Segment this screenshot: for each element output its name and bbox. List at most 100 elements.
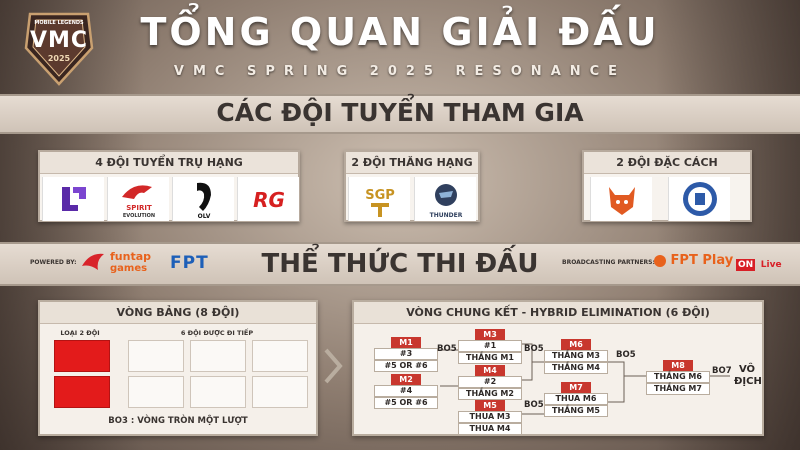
advance-slot-2	[190, 340, 246, 372]
team-logo-mascot	[590, 177, 652, 221]
match-team-b: THẮNG M1	[458, 352, 522, 364]
spirit-text: SPIRIT	[126, 204, 152, 212]
academy-crest-icon	[683, 182, 717, 216]
match-m7: M7 THUA M6 THẮNG M5	[544, 382, 608, 417]
card-title: 4 ĐỘI TUYỂN TRỤ HẠNG	[40, 152, 298, 174]
sponsor-fpt: FPT	[170, 253, 209, 273]
spirit-evolution-icon: SPIRIT EVOLUTION	[122, 185, 155, 219]
eliminated-label: LOẠI 2 ĐỘI	[60, 329, 100, 337]
match-team-b: #5 OR #6	[374, 360, 438, 372]
match-m4: M4 #2 THẮNG M2	[458, 365, 522, 400]
bo5-label: BO5	[616, 350, 636, 360]
powered-by-label: POWERED BY:	[30, 259, 77, 266]
olv-text: OLV	[198, 213, 211, 220]
funtap-games-text: games	[110, 263, 148, 274]
format-banner	[0, 242, 800, 286]
bracket-lines	[440, 343, 730, 415]
match-m5: M5 THUA M3 THUA M4	[458, 400, 522, 435]
match-team-b: THẮNG M2	[458, 388, 522, 400]
team-logo-3: OLV	[172, 177, 234, 221]
card-defending-teams: 4 ĐỘI TUYỂN TRỤ HẠNG SPIRIT EVOLUTION OL…	[38, 150, 300, 222]
group-stage-note: BO3 : VÒNG TRÒN MỘT LƯỢT	[108, 416, 248, 426]
fox-mascot-icon	[609, 187, 635, 215]
card-title: 2 ĐỘI ĐẶC CÁCH	[584, 152, 750, 174]
match-team-a: THẮNG M6	[646, 371, 710, 383]
match-code: M8	[663, 360, 693, 371]
liquid-logo-icon	[62, 187, 86, 211]
sponsor-fpt-play: FPT Play	[654, 253, 733, 268]
teams-section-title: CÁC ĐỘI TUYỂN THAM GIA	[216, 98, 584, 127]
advance-slot-5	[190, 376, 246, 408]
bo7-label: BO7	[712, 366, 732, 376]
match-code: M1	[391, 337, 421, 348]
match-m8: M8 THẮNG M6 THẮNG M7	[646, 360, 710, 395]
thunder-logo-icon: THUNDER	[430, 184, 463, 219]
match-team-b: THUA M4	[458, 423, 522, 435]
match-m6: M6 THẮNG M3 THẮNG M4	[544, 339, 608, 374]
match-team-a: #3	[374, 348, 438, 360]
eliminated-slot-2	[54, 376, 110, 408]
on-text: ON	[736, 259, 756, 271]
format-section-title: THỂ THỨC THI ĐẤU	[261, 249, 539, 279]
match-m1: M1 #3 #5 OR #6	[374, 337, 438, 372]
match-m2: M2 #4 #5 OR #6	[374, 374, 438, 409]
logo-main-text: VMC	[29, 28, 89, 53]
match-code: M5	[475, 400, 505, 411]
match-code: M6	[561, 339, 591, 350]
logo-year: 2025	[47, 54, 71, 63]
team-logo-sgp: SGP	[348, 177, 410, 221]
team-logo-4: RG	[237, 177, 299, 221]
match-code: M4	[475, 365, 505, 376]
team-logo-2: SPIRIT EVOLUTION	[107, 177, 169, 221]
bo5-label: BO5	[524, 400, 544, 410]
bo5-label: BO5	[437, 344, 457, 354]
vmc-logo: MOBILE LEGENDS VMC 2025	[22, 8, 96, 88]
match-team-a: #1	[458, 340, 522, 352]
broadcasting-label: BROADCASTING PARTNERS:	[562, 259, 655, 266]
match-team-b: #5 OR #6	[374, 397, 438, 409]
sgp-text: SGP	[365, 188, 395, 203]
advance-label: 6 ĐỘI ĐƯỢC ĐI TIẾP	[180, 329, 254, 337]
rg-logo-icon: RG	[253, 188, 285, 212]
match-code: M2	[391, 374, 421, 385]
match-m3: M3 #1 THẮNG M1	[458, 329, 522, 364]
card-wildcard-teams: 2 ĐỘI ĐẶC CÁCH	[582, 150, 752, 222]
group-stage-panel: VÒNG BẢNG (8 ĐỘI) LOẠI 2 ĐỘI 6 ĐỘI ĐƯỢC …	[38, 300, 318, 436]
bo5-label: BO5	[524, 344, 544, 354]
live-text: Live	[760, 260, 782, 270]
match-code: M3	[475, 329, 505, 340]
advance-slot-3	[252, 340, 308, 372]
logo-small-text: MOBILE LEGENDS	[34, 20, 84, 26]
match-team-a: #4	[374, 385, 438, 397]
match-team-a: THUA M6	[544, 393, 608, 405]
play-icon	[654, 254, 666, 267]
team-logo-academy	[668, 177, 730, 221]
match-code: M7	[561, 382, 591, 393]
fpt-play-text: FPT Play	[670, 253, 734, 268]
champion-label: VÔ ĐỊCH	[734, 364, 762, 388]
match-team-b: THẮNG M7	[646, 383, 710, 395]
phoenix-logo-icon	[82, 253, 104, 270]
card-promoted-teams: 2 ĐỘI THĂNG HẠNG SGP THUNDER	[344, 150, 480, 222]
rg-text: RG	[253, 188, 285, 212]
match-team-a: THUA M3	[458, 411, 522, 423]
card-title: 2 ĐỘI THĂNG HẠNG	[346, 152, 478, 174]
champion-word-1: VÔ	[738, 364, 756, 375]
match-team-a: #2	[458, 376, 522, 388]
advance-slot-4	[128, 376, 184, 408]
page-title: TỔNG QUAN GIẢI ĐẤU	[140, 10, 660, 54]
match-team-b: THẮNG M4	[544, 362, 608, 374]
sgp-logo-icon: SGP	[365, 188, 395, 217]
sponsor-funtap: funtap games	[110, 251, 151, 274]
team-logo-thunder: THUNDER	[414, 177, 476, 221]
finals-title: VÒNG CHUNG KẾT - HYBRID ELIMINATION (6 Đ…	[354, 302, 762, 324]
match-team-a: THẮNG M3	[544, 350, 608, 362]
funtap-text: funtap	[110, 250, 152, 263]
match-team-b: THẮNG M5	[544, 405, 608, 417]
evolution-text: EVOLUTION	[123, 213, 155, 219]
olv-horse-icon: OLV	[197, 182, 211, 220]
sponsor-logo-1	[78, 248, 108, 282]
advance-slot-1	[128, 340, 184, 372]
sponsor-on-live: ON Live	[736, 252, 782, 271]
thunder-text: THUNDER	[430, 212, 463, 219]
